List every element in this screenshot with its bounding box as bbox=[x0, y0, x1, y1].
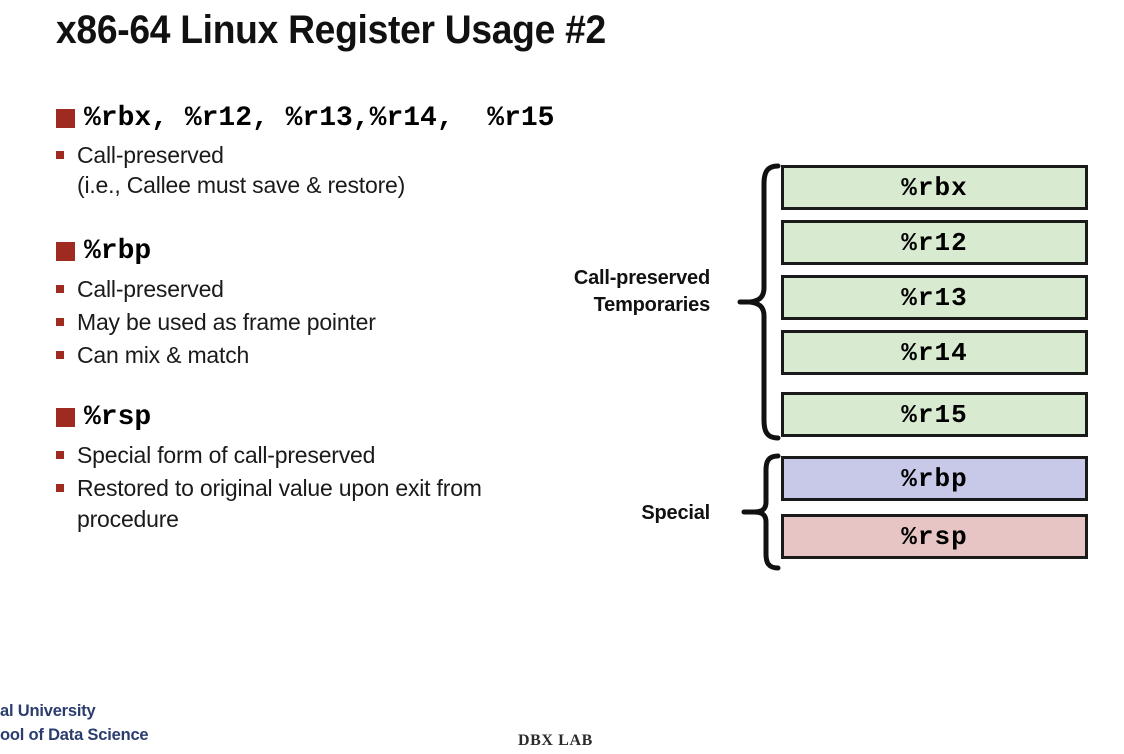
sub-bullet-square-icon bbox=[56, 284, 64, 293]
register-box-r13: %r13 bbox=[781, 275, 1088, 320]
topic-bullet-list: Call-preserved May be used as frame poin… bbox=[56, 274, 676, 371]
brace-special-icon bbox=[741, 453, 781, 571]
sub-bullet-square-icon bbox=[56, 318, 64, 327]
register-box-rsp: %rsp bbox=[781, 514, 1088, 559]
topic-rbp: %rbp Call-preserved May be used as frame… bbox=[56, 234, 676, 371]
register-box-r14: %r14 bbox=[781, 330, 1088, 375]
register-box-r15: %r15 bbox=[781, 392, 1088, 437]
footer-lab-name: DBX LAB bbox=[518, 732, 593, 749]
register-box-rbx: %rbx bbox=[781, 165, 1088, 210]
list-item-label: May be used as frame pointer bbox=[77, 309, 376, 336]
topic-heading-row: %rsp bbox=[56, 400, 676, 436]
sub-bullet-square-icon bbox=[56, 484, 64, 493]
bullet-square-icon bbox=[56, 242, 75, 262]
register-box-rbp: %rbp bbox=[781, 456, 1088, 501]
register-box-r12: %r12 bbox=[781, 220, 1088, 265]
topic-heading-label: %rbp bbox=[84, 236, 152, 268]
topic-rbx-group: %rbx, %r12, %r13,%r14, %r15 Call-preserv… bbox=[56, 100, 676, 201]
bullet-square-icon bbox=[56, 408, 75, 428]
bullet-square-icon bbox=[56, 108, 75, 128]
list-item-label: Call-preserved (i.e., Callee must save &… bbox=[77, 142, 406, 199]
list-item: Call-preserved (i.e., Callee must save &… bbox=[56, 140, 676, 201]
topic-rsp: %rsp Special form of call-preserved Rest… bbox=[56, 400, 676, 534]
topic-heading-label: %rbx, %r12, %r13,%r14, %r15 bbox=[84, 102, 555, 134]
topic-bullet-list: Call-preserved (i.e., Callee must save &… bbox=[56, 140, 676, 201]
sub-bullet-square-icon bbox=[56, 151, 64, 159]
section-spacer bbox=[56, 204, 676, 234]
list-item-label: Can mix & match bbox=[77, 342, 250, 369]
topic-heading-label: %rsp bbox=[84, 402, 152, 434]
list-item: May be used as frame pointer bbox=[56, 307, 676, 337]
page-title: x86-64 Linux Register Usage #2 bbox=[56, 8, 606, 52]
group-label-call-preserved-temporaries: Call-preserved Temporaries bbox=[573, 267, 710, 316]
list-item-label: Special form of call-preserved bbox=[77, 441, 376, 468]
sub-bullet-square-icon bbox=[56, 351, 64, 360]
section-spacer bbox=[56, 374, 676, 400]
list-item: Can mix & match bbox=[56, 340, 676, 370]
topic-heading-row: %rbx, %r12, %r13,%r14, %r15 bbox=[56, 100, 676, 136]
sub-bullet-square-icon bbox=[56, 450, 64, 459]
slide-body-left: %rbx, %r12, %r13,%r14, %r15 Call-preserv… bbox=[56, 100, 676, 537]
list-item-label: Restored to original value upon exit fro… bbox=[77, 475, 482, 532]
group-label-special: Special bbox=[641, 502, 710, 524]
footer-organization: al University ool of Data Science bbox=[0, 700, 149, 748]
list-item: Call-preserved bbox=[56, 274, 676, 304]
list-item: Restored to original value upon exit fro… bbox=[56, 473, 676, 534]
topic-heading-row: %rbp bbox=[56, 234, 676, 270]
list-item-label: Call-preserved bbox=[77, 275, 224, 302]
topic-bullet-list: Special form of call-preserved Restored … bbox=[56, 440, 676, 534]
footer-org-line-2: ool of Data Science bbox=[0, 725, 149, 744]
footer-org-line-1: al University bbox=[0, 702, 96, 720]
list-item: Special form of call-preserved bbox=[56, 440, 676, 470]
brace-call-preserved-icon bbox=[737, 163, 781, 441]
